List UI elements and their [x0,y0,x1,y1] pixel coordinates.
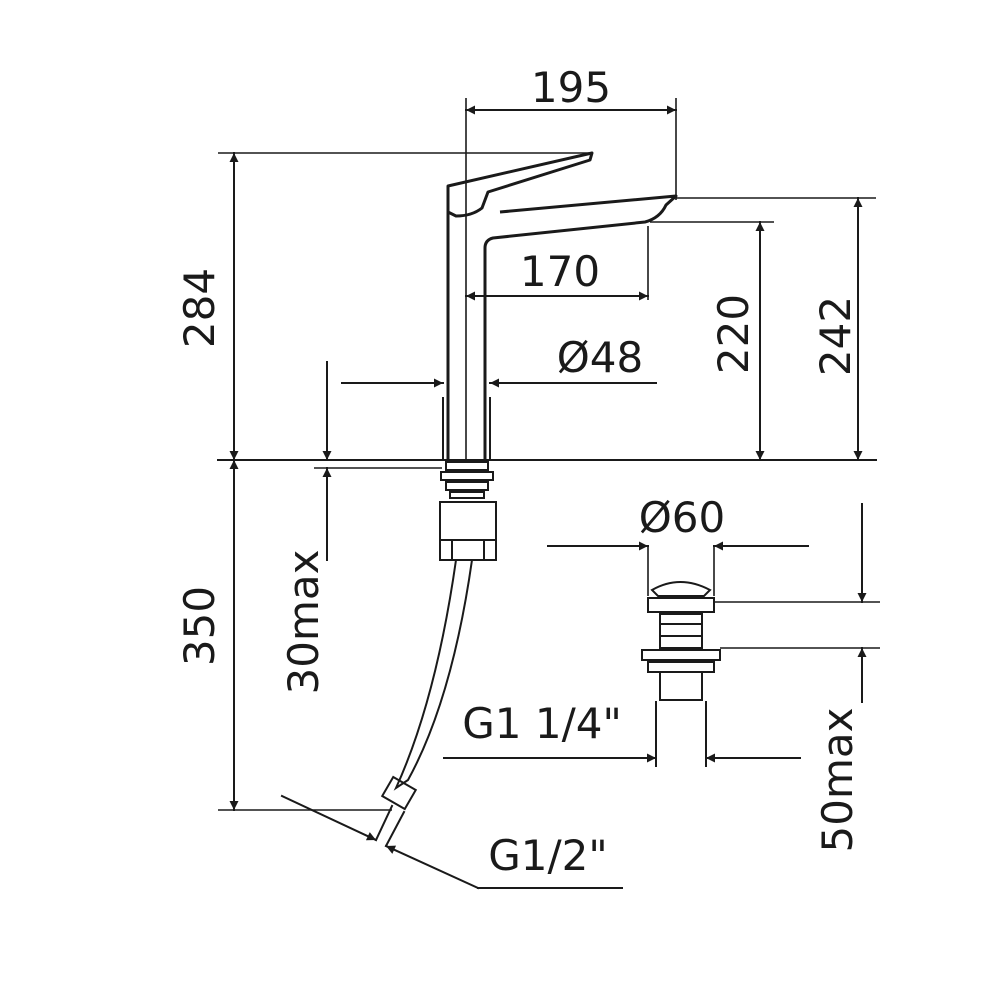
dimension-170: 170 [465,226,649,301]
dimension-d48: Ø48 [341,333,657,388]
dimension-g1-1-4: G1 1/4" [443,699,801,763]
label-g1-1-4: G1 1/4" [462,699,622,748]
label-30max: 30max [279,550,328,695]
dimension-284: 284 [175,152,239,461]
dimension-50max: 50max [714,503,880,853]
label-d48: Ø48 [557,333,644,382]
label-284: 284 [175,268,224,348]
faucet-body [442,98,678,461]
dimension-242: 242 [811,197,863,461]
dimension-195: 195 [465,63,677,115]
label-g1-2: G1/2" [488,831,607,880]
drain-assembly [641,581,721,767]
label-170: 170 [520,247,600,296]
dimension-d60: Ø60 [547,493,809,596]
dimension-30max: 30max [279,361,332,695]
dimension-g1-2: G1/2" [280,794,623,890]
mounting-assembly [374,461,497,848]
dimension-220: 220 [709,221,765,461]
dimension-350: 350 [175,459,392,811]
label-50max: 50max [813,708,862,853]
label-d60: Ø60 [639,493,726,542]
label-350: 350 [175,586,224,666]
label-195: 195 [531,63,611,112]
label-220: 220 [709,294,758,374]
label-242: 242 [811,296,860,376]
